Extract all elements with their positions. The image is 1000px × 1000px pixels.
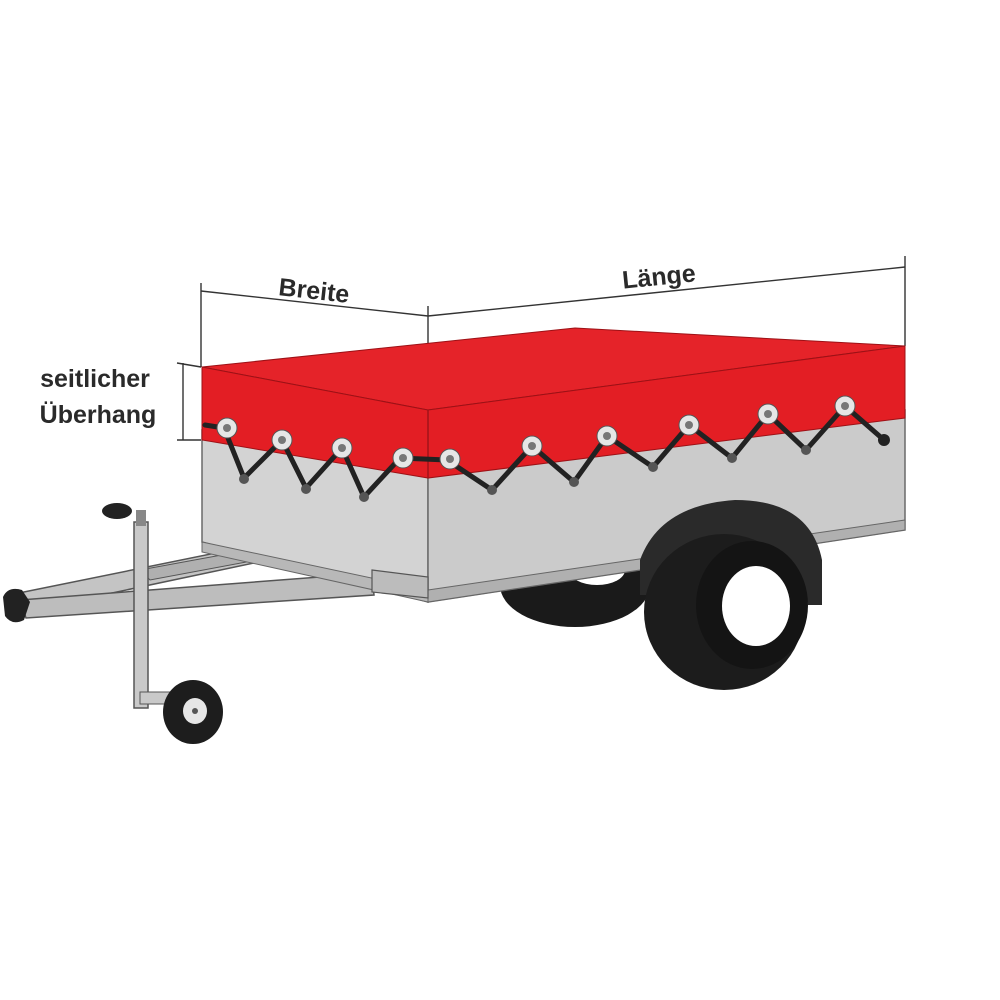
length-dimension-line	[427, 266, 906, 317]
front-wheel	[640, 500, 822, 690]
overhang-tick-top	[176, 362, 202, 368]
eyelet	[271, 429, 293, 451]
jockey-crank-handle	[102, 503, 132, 519]
overhang-label-line2: Überhang	[40, 400, 157, 429]
jockey-wheel	[102, 503, 223, 744]
width-label: Breite	[277, 273, 351, 309]
eyelet	[392, 447, 414, 469]
eyelet	[757, 403, 779, 425]
cover-hooks	[239, 434, 890, 502]
dimension-lines	[176, 256, 906, 441]
eyelet	[216, 417, 238, 439]
cover	[201, 327, 906, 479]
cover-eyelets	[216, 395, 856, 470]
fender	[640, 500, 822, 605]
coupling	[3, 588, 30, 623]
overhang-label-line1: seitlicher	[40, 365, 150, 393]
eyelet	[439, 448, 461, 470]
width-dimension-line	[200, 290, 429, 317]
eyelet	[521, 435, 543, 457]
eyelet	[678, 414, 700, 436]
wheel-rim	[722, 566, 790, 646]
eyelet	[834, 395, 856, 417]
eyelet	[596, 425, 618, 447]
eyelet	[331, 437, 353, 459]
